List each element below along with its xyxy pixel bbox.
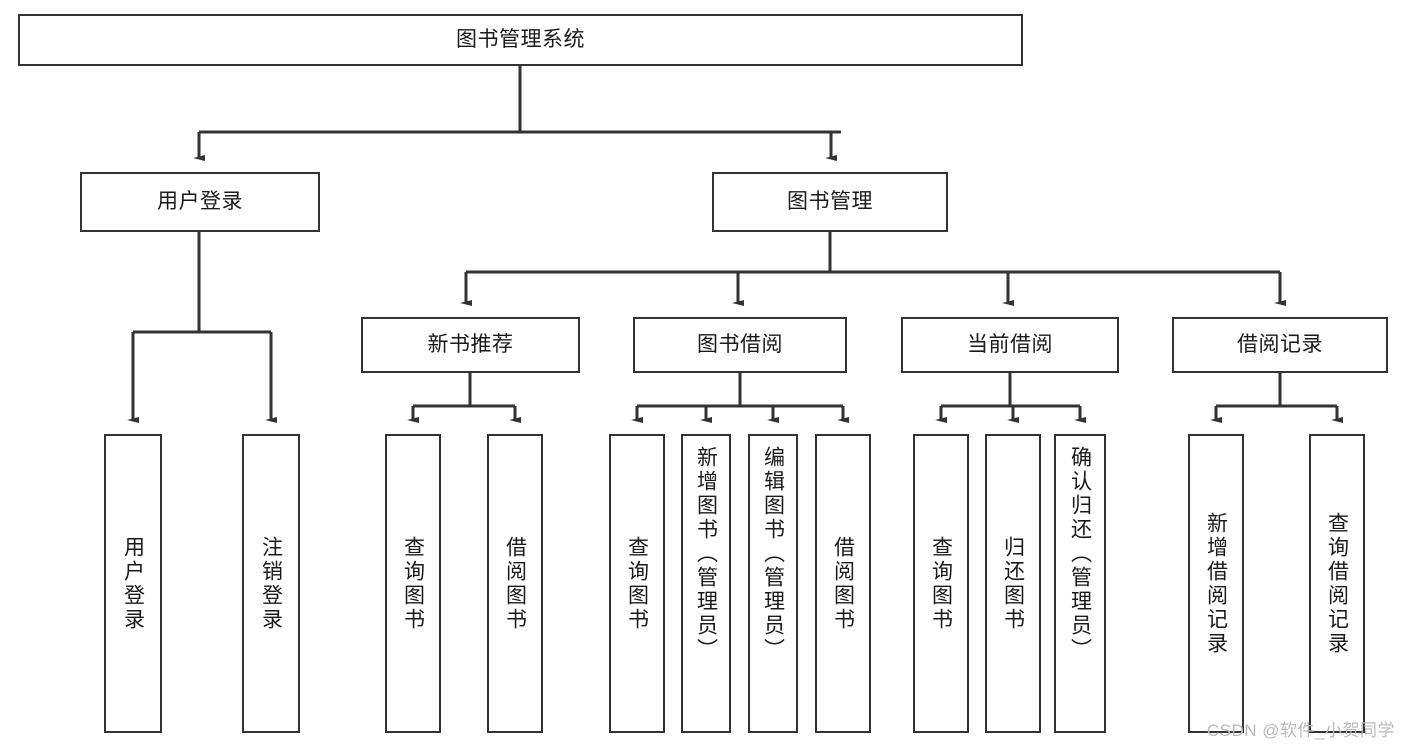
node-root[interactable]: 图书管理系统 <box>18 14 1023 66</box>
node-new-book-recommend-label: 新书推荐 <box>427 332 514 356</box>
node-leaf-logout-label: 注销登录 <box>259 535 283 632</box>
node-leaf-edit-book[interactable]: 编辑图书（管理员） <box>748 434 798 733</box>
node-leaf-borrow-book-1[interactable]: 借阅图书 <box>487 434 543 733</box>
node-book-manage-label: 图书管理 <box>787 189 873 213</box>
edge-book-manage-split <box>466 232 1280 274</box>
node-leaf-query-book-2-label: 查询图书 <box>625 535 649 632</box>
edge-borrow-record-split <box>1216 373 1337 408</box>
node-borrow-record-label: 借阅记录 <box>1237 332 1323 356</box>
edge-new-book-split <box>413 373 515 408</box>
node-leaf-user-login-label: 用户登录 <box>121 535 145 632</box>
node-leaf-query-record[interactable]: 查询借阅记录 <box>1309 434 1365 733</box>
edge-user-login-split <box>133 232 271 334</box>
node-leaf-query-book-3-label: 查询图书 <box>929 535 953 632</box>
node-root-label: 图书管理系统 <box>456 27 585 51</box>
node-book-manage[interactable]: 图书管理 <box>712 172 948 232</box>
node-leaf-logout[interactable]: 注销登录 <box>242 434 300 733</box>
edge-current-borrow-split <box>941 373 1080 408</box>
node-borrow-record[interactable]: 借阅记录 <box>1172 317 1388 373</box>
node-leaf-return-book[interactable]: 归还图书 <box>985 434 1041 733</box>
node-leaf-query-book-2[interactable]: 查询图书 <box>609 434 665 733</box>
node-leaf-borrow-book-2-label: 借阅图书 <box>831 535 855 632</box>
node-leaf-add-record[interactable]: 新增借阅记录 <box>1188 434 1244 733</box>
node-leaf-add-record-label: 新增借阅记录 <box>1204 511 1228 656</box>
node-leaf-confirm-return[interactable]: 确认归还（管理员） <box>1054 434 1106 733</box>
node-current-borrow[interactable]: 当前借阅 <box>901 317 1119 373</box>
node-leaf-user-login[interactable]: 用户登录 <box>104 434 162 733</box>
edge-book-borrow-split <box>637 373 843 408</box>
node-leaf-query-book-1[interactable]: 查询图书 <box>385 434 441 733</box>
node-user-login[interactable]: 用户登录 <box>80 172 320 232</box>
node-leaf-query-book-3[interactable]: 查询图书 <box>913 434 969 733</box>
node-new-book-recommend[interactable]: 新书推荐 <box>361 317 580 373</box>
node-leaf-return-book-label: 归还图书 <box>1001 535 1025 632</box>
node-leaf-confirm-return-label: 确认归还（管理员） <box>1068 446 1092 662</box>
node-leaf-query-book-1-label: 查询图书 <box>401 535 425 632</box>
node-leaf-borrow-book-2[interactable]: 借阅图书 <box>815 434 871 733</box>
node-user-login-label: 用户登录 <box>157 189 243 213</box>
node-book-borrow-label: 图书借阅 <box>697 332 783 356</box>
edge-root-split <box>199 66 841 134</box>
csdn-watermark: CSDN @软件_小贺同学 <box>1206 721 1395 740</box>
node-leaf-add-book-label: 新增图书（管理员） <box>694 446 718 662</box>
node-leaf-borrow-book-1-label: 借阅图书 <box>503 535 527 632</box>
node-leaf-add-book[interactable]: 新增图书（管理员） <box>681 434 731 733</box>
node-leaf-edit-book-label: 编辑图书（管理员） <box>761 446 785 662</box>
node-current-borrow-label: 当前借阅 <box>967 332 1053 356</box>
node-book-borrow[interactable]: 图书借阅 <box>633 317 847 373</box>
node-leaf-query-record-label: 查询借阅记录 <box>1325 511 1349 656</box>
